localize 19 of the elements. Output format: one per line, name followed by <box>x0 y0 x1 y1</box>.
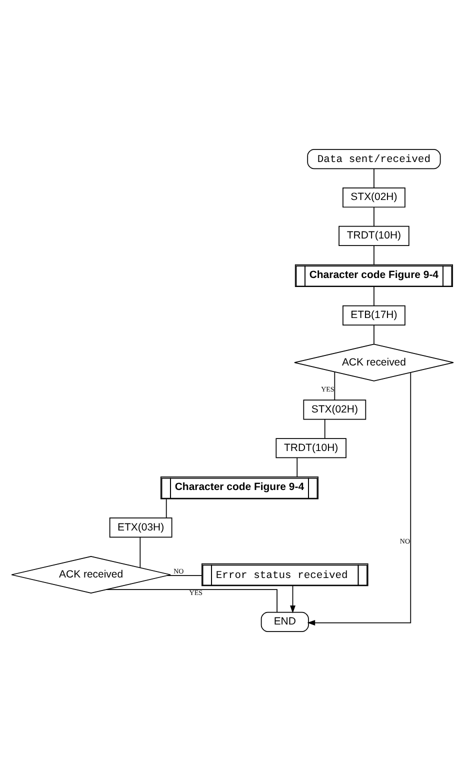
node-box: TRDT(10H) <box>338 225 410 246</box>
connector <box>334 370 336 400</box>
node-box: STX(02H) <box>342 186 406 208</box>
connector <box>324 418 326 438</box>
connector <box>296 456 298 477</box>
connector <box>166 574 202 576</box>
node-diamond: ACK received <box>294 343 454 381</box>
connector <box>106 588 278 612</box>
arrow <box>290 584 296 613</box>
node-box: Data sent/received <box>307 148 441 169</box>
connector <box>140 536 141 568</box>
arrow <box>307 372 412 626</box>
node-box: ETX(03H) <box>109 517 172 538</box>
node-box: STX(02H) <box>303 399 366 420</box>
node-diamond: ACK received <box>11 555 171 594</box>
connector <box>166 498 167 518</box>
node-box: TRDT(10H) <box>276 438 346 458</box>
node-box: ETB(17H) <box>342 304 406 325</box>
node-box: END <box>260 611 309 632</box>
